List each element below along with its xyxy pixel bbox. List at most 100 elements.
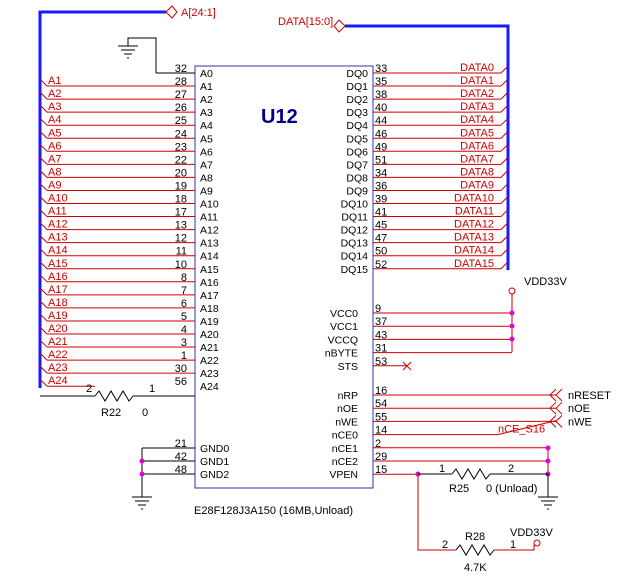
pin-name: DQ8 bbox=[346, 172, 368, 184]
bus-entry bbox=[500, 209, 509, 217]
bus-entry bbox=[500, 156, 509, 165]
bus-entry bbox=[39, 196, 48, 204]
pin-number: 16 bbox=[375, 385, 387, 397]
pin-number: 18 bbox=[175, 194, 187, 206]
r22-pin2: 2 bbox=[86, 383, 92, 395]
net-label: DATA6 bbox=[460, 140, 494, 152]
bus-entry bbox=[39, 339, 48, 348]
pin-name: A18 bbox=[200, 303, 219, 315]
pin-number: 1 bbox=[181, 350, 187, 362]
r28-resistor: 2 1 R28 4.7K VDD33V bbox=[417, 474, 553, 574]
bus-entry bbox=[39, 183, 48, 191]
pin-name: A11 bbox=[200, 212, 218, 224]
bus-entry bbox=[500, 183, 509, 191]
bus-entry bbox=[497, 420, 557, 436]
net-label: DATA9 bbox=[460, 179, 494, 191]
pin-name: DQ1 bbox=[346, 81, 368, 93]
pin-name: VCC0 bbox=[330, 308, 358, 320]
pin-number: 5 bbox=[181, 311, 187, 323]
pin-number: 43 bbox=[375, 329, 387, 341]
r28-pin1: 1 bbox=[510, 539, 516, 551]
pin-number: 41 bbox=[375, 207, 387, 219]
pin-name: VCC1 bbox=[330, 321, 358, 333]
pin-name: DQ15 bbox=[341, 264, 369, 276]
pin-name: DQ10 bbox=[341, 199, 369, 211]
pin-name: A22 bbox=[200, 355, 219, 367]
net-label: DATA15 bbox=[454, 258, 494, 270]
bus-entry bbox=[39, 222, 48, 230]
pin-number: 3 bbox=[181, 337, 187, 349]
net-label: DATA0 bbox=[460, 62, 494, 74]
net-label: A18 bbox=[48, 297, 68, 309]
port-flag bbox=[549, 401, 563, 415]
pin-number: 13 bbox=[175, 220, 187, 232]
pin-number: 39 bbox=[375, 194, 387, 206]
net-label: DATA11 bbox=[455, 206, 494, 218]
net-label: A23 bbox=[48, 362, 68, 374]
pin-name: A3 bbox=[200, 107, 213, 119]
pin-name: DQ0 bbox=[346, 68, 368, 80]
bus-entry bbox=[500, 104, 509, 113]
port-label: nOE bbox=[568, 403, 590, 415]
net-label: A14 bbox=[48, 245, 68, 257]
pin-name: A9 bbox=[200, 185, 213, 197]
pin-number: 23 bbox=[175, 141, 187, 153]
net-label: A24 bbox=[48, 375, 68, 387]
pin-number: 20 bbox=[175, 167, 187, 179]
bus-entry bbox=[39, 156, 48, 165]
net-label: DATA8 bbox=[460, 166, 494, 178]
bus-entry bbox=[39, 287, 48, 296]
net-label: A16 bbox=[48, 271, 68, 283]
address-bus: A[24:1] bbox=[38, 5, 216, 388]
chip-part-number: E28F128J3A150 (16MB,Unload) bbox=[194, 505, 353, 517]
pin-name: DQ3 bbox=[346, 107, 368, 119]
sts-no-connect bbox=[402, 361, 412, 371]
pin-name: A24 bbox=[200, 381, 219, 393]
bus-entry bbox=[500, 65, 509, 74]
pin-name: DQ5 bbox=[346, 133, 368, 145]
pin-number: 17 bbox=[175, 207, 187, 219]
r22-value: 0 bbox=[142, 407, 148, 419]
pin-name: DQ12 bbox=[341, 225, 369, 237]
vdd-bottom-label: VDD33V bbox=[510, 527, 553, 539]
net-label: A22 bbox=[48, 349, 68, 361]
net-label: A20 bbox=[48, 323, 68, 335]
data-bus: DATA[15:0] bbox=[278, 16, 510, 270]
pin-number: 8 bbox=[181, 272, 187, 284]
pin-name: nCE2 bbox=[332, 456, 358, 468]
pin-number: 50 bbox=[375, 246, 387, 258]
pin-name: DQ11 bbox=[341, 212, 368, 224]
bus-entry bbox=[500, 222, 509, 230]
pin-name: DQ7 bbox=[346, 159, 368, 171]
pin-name: DQ6 bbox=[346, 146, 368, 158]
pin-number: 21 bbox=[175, 438, 187, 450]
pin-name: DQ4 bbox=[346, 120, 368, 132]
r28-pin2: 2 bbox=[442, 539, 448, 551]
bus-entry bbox=[39, 365, 48, 374]
pin-number: 42 bbox=[175, 451, 187, 463]
pin-number: 28 bbox=[175, 76, 187, 88]
bus-entry bbox=[500, 91, 509, 100]
net-label: A9 bbox=[48, 179, 61, 191]
net-label: A10 bbox=[48, 193, 68, 205]
pin-name: A12 bbox=[200, 225, 219, 237]
vdd-top-supply: VDD33V bbox=[508, 276, 567, 352]
pin-name: A10 bbox=[200, 199, 219, 211]
a0-ground bbox=[118, 37, 157, 73]
pin-number: 55 bbox=[375, 411, 387, 423]
bus-entry bbox=[500, 78, 509, 87]
pin-number: 14 bbox=[375, 425, 387, 437]
bus-entry bbox=[39, 300, 48, 309]
r25-pin1: 1 bbox=[439, 463, 445, 475]
pin-number: 32 bbox=[175, 63, 187, 75]
net-label: DATA12 bbox=[454, 219, 494, 231]
pin-name: DQ9 bbox=[346, 185, 368, 197]
pin-name: VPEN bbox=[329, 469, 358, 481]
bus-entry bbox=[39, 235, 48, 244]
pin-name: A19 bbox=[200, 316, 219, 328]
pin-name: A1 bbox=[200, 81, 213, 93]
net-label: DATA1 bbox=[460, 75, 494, 87]
pin-number: 10 bbox=[175, 259, 187, 271]
bus-entry bbox=[39, 313, 48, 322]
pin-name: nRP bbox=[338, 390, 358, 402]
